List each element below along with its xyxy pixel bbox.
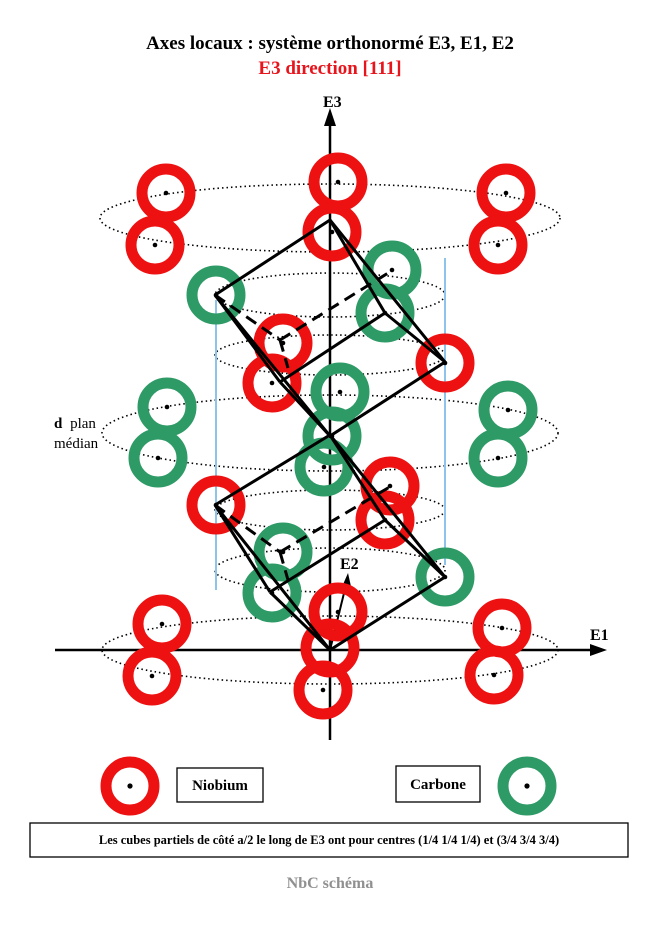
niobium-atom [242, 353, 302, 413]
carbon-atom [242, 563, 302, 623]
e1-arrowhead [590, 644, 607, 656]
niobium-atom [125, 215, 185, 275]
cube-upper-hidden-edge [278, 339, 290, 369]
atom-center-dot [495, 455, 501, 461]
atom-center-dot [321, 464, 327, 470]
cube-upper-edge [278, 380, 332, 438]
plane-label-word2: médian [54, 436, 99, 452]
plane-label-word1: plan [70, 416, 96, 432]
atom-center-dot [387, 483, 393, 489]
cube-upper-edge [279, 311, 386, 384]
plane-ellipse-median [101, 394, 559, 472]
cube-upper-edge [213, 294, 282, 383]
carbon-atom [186, 265, 246, 325]
cube-lower-edge [328, 434, 387, 521]
carbon-atom [415, 547, 475, 607]
legend-carbone-label: Carbone [410, 777, 466, 793]
legend-niobium-label: Niobium [192, 778, 248, 794]
cube-upper-edge [384, 311, 446, 364]
atom-center-dot [329, 229, 335, 235]
carbon-atom [294, 437, 354, 497]
atom-center-dot [269, 380, 275, 386]
legend-carbone-swatch [497, 756, 557, 816]
e3-arrowhead [324, 108, 336, 126]
cube-lower-hidden-edge [278, 551, 290, 581]
niobium-atom [136, 163, 196, 223]
atom-center-dot [159, 621, 165, 627]
cube-lower-edge [268, 590, 332, 652]
atom-center-dot [503, 190, 509, 196]
niobium-atom [415, 333, 475, 393]
cube-upper [213, 218, 448, 438]
atom-center-dot [499, 625, 505, 631]
caption-box [29, 822, 629, 858]
carbon-atom [302, 406, 362, 466]
cube-lower-hidden-edge [279, 483, 394, 554]
legend-carbone-dot [524, 783, 530, 789]
niobium-atom [122, 646, 182, 706]
cube-lower-hidden-edge [214, 503, 281, 554]
e1-label: E1 [590, 627, 609, 644]
niobium-atom [132, 594, 192, 654]
niobium-atom [302, 202, 362, 262]
atoms [122, 152, 538, 720]
legend: Niobium Carbone [100, 756, 557, 816]
diagram-subtitle: E3 direction [111] [258, 58, 401, 79]
legend-carbone-box [395, 765, 481, 803]
plane-label-letter: d [54, 416, 63, 432]
legend-niobium-box [176, 767, 264, 803]
niobium-atom [308, 582, 368, 642]
cube-lower-edge [213, 504, 272, 593]
atom-center-dot [505, 407, 511, 413]
footer-text: NbC schéma [287, 875, 374, 892]
atom-center-dot [389, 267, 395, 273]
e3-label: E3 [323, 94, 342, 111]
caption-text: Les cubes partiels de côté a/2 le long d… [99, 833, 559, 847]
atom-center-dot [337, 389, 343, 395]
cube-upper-hidden-edge [279, 268, 394, 342]
vertical-guides [215, 258, 446, 590]
atom-center-dot [495, 242, 501, 248]
cube-upper-hidden-edge [214, 293, 281, 342]
niobium-atom [186, 475, 246, 535]
atom-center-dot [164, 404, 170, 410]
atom-center-dot [152, 242, 158, 248]
cube-upper-edge [328, 219, 387, 314]
cube-lower-edge [383, 518, 447, 579]
atom-center-dot [491, 672, 497, 678]
atom-center-dot [155, 455, 161, 461]
niobium-atom [464, 645, 524, 705]
niobium-atom [355, 490, 415, 550]
e2-label: E2 [340, 556, 359, 573]
atom-center-dot [163, 190, 169, 196]
carbon-atom [468, 428, 528, 488]
niobium-atom [468, 215, 528, 275]
atom-center-dot [320, 687, 326, 693]
niobium-atom [293, 660, 353, 720]
atom-center-dot [149, 673, 155, 679]
cube-lower-edge [269, 518, 386, 594]
carbon-atom [128, 428, 188, 488]
cube-lower [213, 433, 448, 652]
legend-niobium-dot [127, 783, 133, 789]
atom-center-dot [335, 179, 341, 185]
plane-label-line1: d plan [54, 416, 96, 432]
diagram-title: Axes locaux : système orthonormé E3, E1,… [146, 33, 514, 54]
legend-niobium-swatch [100, 756, 160, 816]
atom-center-dot [335, 609, 341, 615]
plane-ellipse-top [99, 183, 561, 253]
